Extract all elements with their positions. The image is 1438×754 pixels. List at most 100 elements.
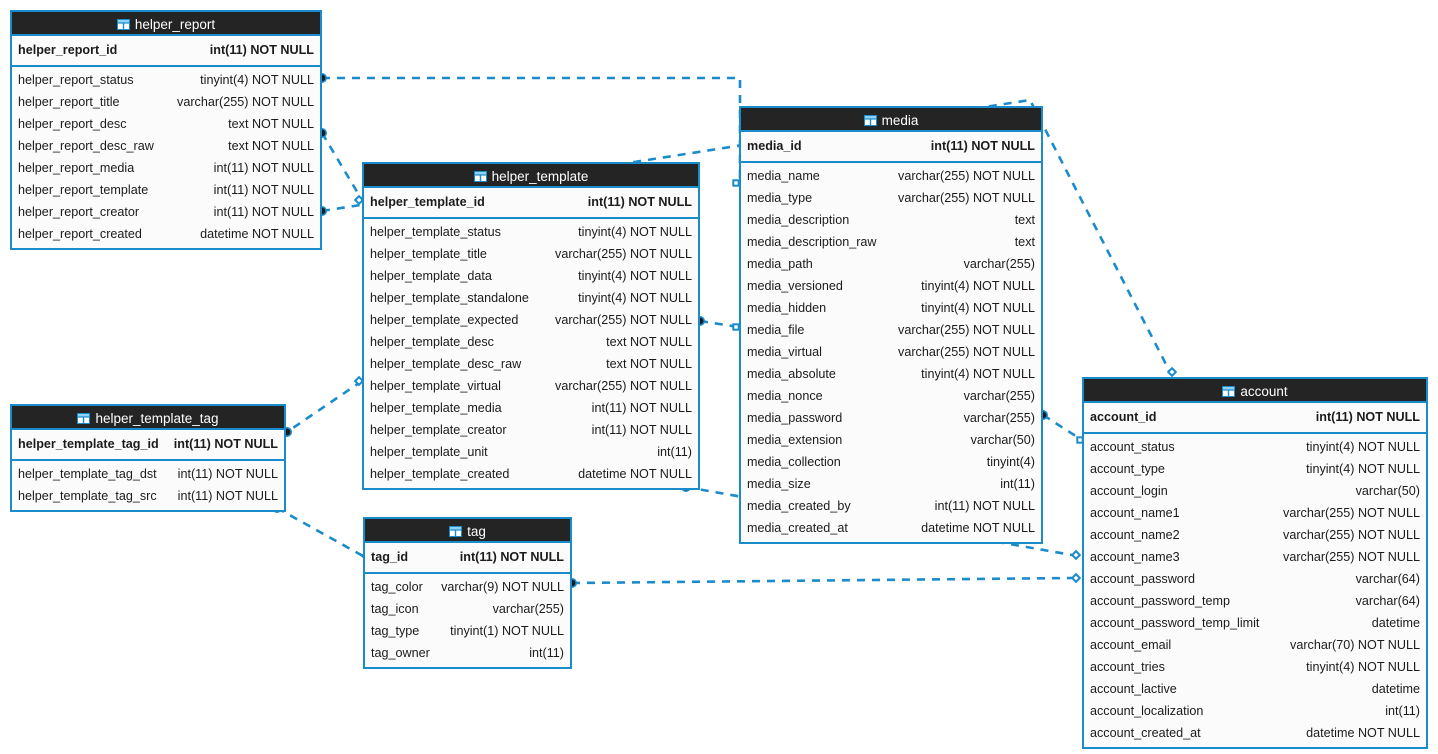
column-type: int(11) NOT NULL xyxy=(173,437,278,451)
column-name: account_password xyxy=(1090,572,1196,586)
column-type: tinyint(4) NOT NULL xyxy=(921,279,1035,293)
column-type: int(11) NOT NULL xyxy=(213,161,314,175)
column-name: media_virtual xyxy=(747,345,822,359)
column-type: text NOT NULL xyxy=(606,357,692,371)
column-name: helper_template_id xyxy=(370,195,485,209)
column-type: varchar(255) xyxy=(492,602,564,616)
column-type: varchar(50) xyxy=(1355,484,1420,498)
column-type: datetime NOT NULL xyxy=(578,467,692,481)
column-type: tinyint(4) NOT NULL xyxy=(921,367,1035,381)
column-type: varchar(255) xyxy=(963,257,1035,271)
column-type: int(11) NOT NULL xyxy=(177,467,278,481)
column-name: tag_type xyxy=(371,624,420,638)
column-row: media_path varchar(255) xyxy=(741,253,1041,275)
column-type: datetime NOT NULL xyxy=(921,521,1035,535)
column-name: media_path xyxy=(747,257,813,271)
column-name: helper_report_id xyxy=(18,43,118,57)
column-name: tag_icon xyxy=(371,602,419,616)
entity-header[interactable]: account xyxy=(1082,377,1428,403)
relationship-edge[interactable] xyxy=(316,128,365,206)
relationship-edge[interactable] xyxy=(694,315,740,331)
column-type: datetime NOT NULL xyxy=(200,227,314,241)
column-name: helper_template_desc xyxy=(370,335,494,349)
column-type: varchar(255) NOT NULL xyxy=(1283,528,1420,542)
column-name: media_description_raw xyxy=(747,235,877,249)
column-row: helper_template_desc_raw text NOT NULL xyxy=(364,353,698,375)
entity-header[interactable]: helper_template xyxy=(362,162,700,188)
relationship-edge[interactable] xyxy=(566,572,1082,588)
table-icon xyxy=(1222,384,1240,399)
column-row: helper_template_standalone tinyint(4) NOT… xyxy=(364,287,698,309)
column-name: helper_template_desc_raw xyxy=(370,357,522,371)
column-type: int(11) NOT NULL xyxy=(930,139,1035,153)
entity-header[interactable]: helper_template_tag xyxy=(10,404,286,430)
column-name: helper_template_status xyxy=(370,225,501,239)
column-type: datetime NOT NULL xyxy=(1306,726,1420,740)
entity-header[interactable]: media xyxy=(739,106,1043,132)
column-name: tag_id xyxy=(371,550,409,564)
column-name: media_hidden xyxy=(747,301,827,315)
column-type: tinyint(4) NOT NULL xyxy=(1306,660,1420,674)
column-name: helper_template_created xyxy=(370,467,510,481)
column-name: helper_template_virtual xyxy=(370,379,501,393)
column-type: datetime xyxy=(1371,616,1420,630)
column-name: account_lactive xyxy=(1090,682,1177,696)
column-name: account_email xyxy=(1090,638,1172,652)
column-name: account_password_temp_limit xyxy=(1090,616,1260,630)
column-row: helper_template_created datetime NOT NULL xyxy=(364,463,698,485)
column-name: media_password xyxy=(747,411,843,425)
entity-header[interactable]: helper_report xyxy=(10,10,322,36)
column-name: helper_template_standalone xyxy=(370,291,529,305)
relationship-edge[interactable] xyxy=(281,375,365,437)
column-name: account_type xyxy=(1090,462,1165,476)
column-type: tinyint(4) xyxy=(986,455,1035,469)
column-name: helper_template_unit xyxy=(370,445,488,459)
edge-line xyxy=(286,379,363,434)
relationship-edge[interactable] xyxy=(271,502,372,562)
column-type: text xyxy=(1014,235,1035,249)
column-type: tinyint(4) NOT NULL xyxy=(578,269,692,283)
column-type: varchar(255) NOT NULL xyxy=(898,169,1035,183)
relationship-edge[interactable] xyxy=(1038,409,1084,444)
column-name: helper_report_desc xyxy=(18,117,127,131)
entity-header[interactable]: tag xyxy=(363,517,572,543)
column-type: tinyint(4) NOT NULL xyxy=(578,291,692,305)
column-type: varchar(255) NOT NULL xyxy=(1283,550,1420,564)
column-type: tinyint(4) NOT NULL xyxy=(578,225,692,239)
